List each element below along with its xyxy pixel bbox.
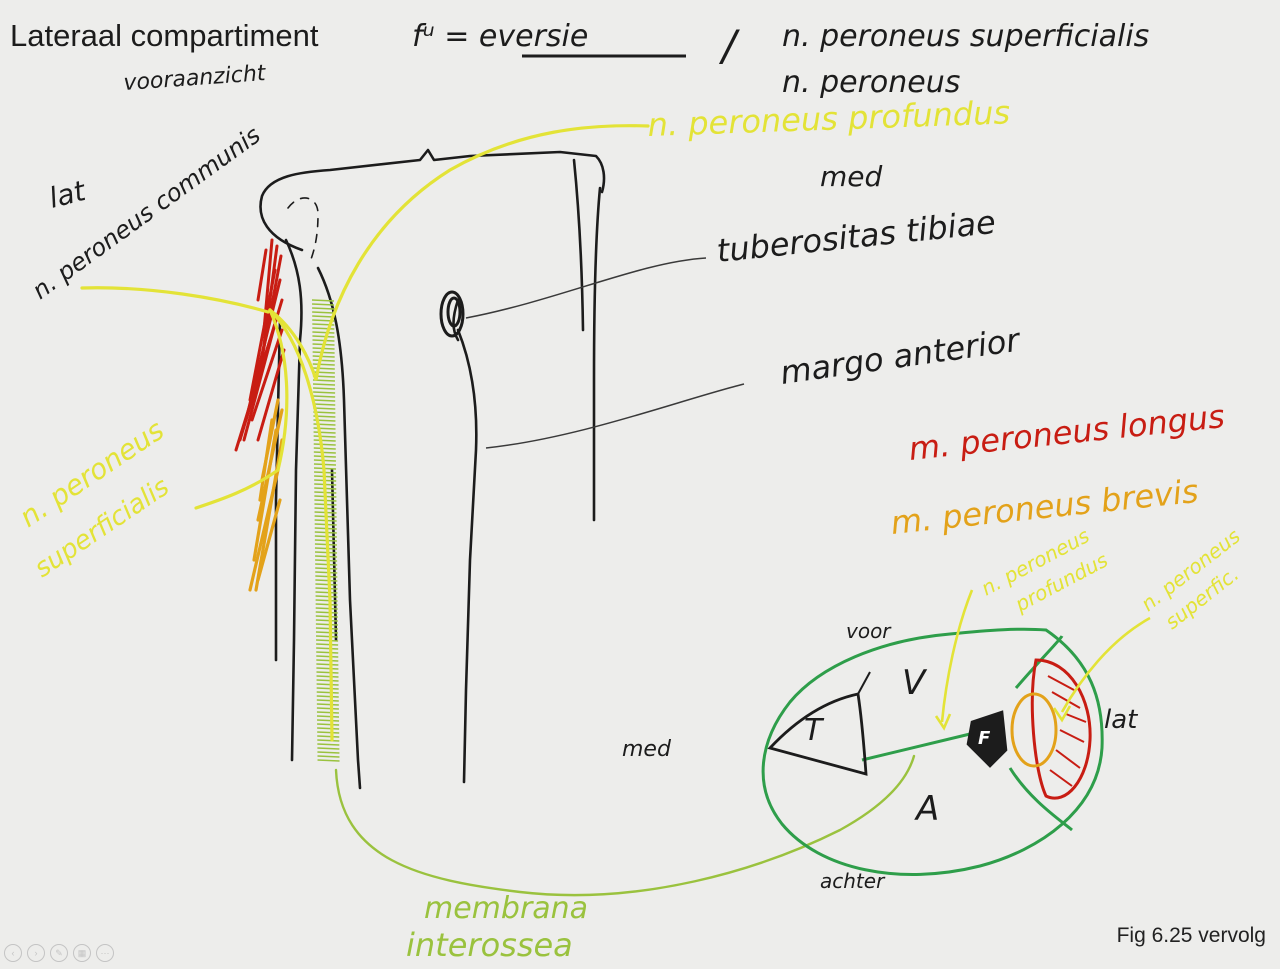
membrana-line1: membrana (424, 891, 588, 926)
function-slash: / (718, 21, 740, 70)
lat-label: lat (46, 174, 90, 215)
membrana-line2: interossea (406, 926, 573, 964)
brevis-label: m. peroneus brevis (889, 472, 1200, 542)
peroneus-longus-muscle (234, 238, 286, 452)
peroneus-longus-section (1030, 658, 1092, 800)
nerve-superficialis-header: n. peroneus superficialis (782, 19, 1149, 54)
fibula-F-label: F (978, 728, 991, 749)
cs-lat-label: lat (1104, 705, 1138, 735)
tibia-T-label: T (804, 713, 825, 748)
longus-label: m. peroneus longus (907, 397, 1227, 468)
med-label: med (820, 160, 883, 193)
leg-outer-outline (761, 627, 1104, 876)
communis-label: n. peroneus communis (27, 121, 266, 305)
peroneus-nerves (80, 124, 650, 742)
tuberositas-mark (439, 290, 465, 338)
tuberositas-label: tuberositas tibiae (715, 203, 998, 270)
tibia-section (767, 692, 868, 776)
peroneus-brevis-section (1010, 692, 1058, 768)
prev-icon[interactable]: ‹ (4, 944, 22, 962)
membrana-pointer (334, 754, 916, 897)
peroneus-brevis-muscle (248, 398, 284, 592)
presentation-controls: ‹ › ✎ ▦ ⋯ (4, 942, 114, 964)
cross-section (761, 589, 1151, 876)
fibula-section (966, 710, 1008, 768)
pointer-lines (465, 257, 745, 449)
nerve-header-2: n. peroneus (782, 65, 960, 100)
view-label: vooraanzicht (123, 61, 268, 96)
layout-icon[interactable]: ▦ (73, 944, 91, 962)
pen-icon[interactable]: ✎ (50, 944, 68, 962)
leg-outline (259, 148, 606, 790)
function-label: fᵘ = eversie (412, 19, 588, 54)
voor-label: voor (846, 619, 892, 643)
next-icon[interactable]: › (27, 944, 45, 962)
margo-label: margo anterior (778, 321, 1024, 392)
profundus-label: n. peroneus profundus (647, 93, 1011, 144)
more-icon[interactable]: ⋯ (96, 944, 114, 962)
figure-caption: Fig 6.25 vervolg (1116, 924, 1266, 947)
compartment-A-label: A (914, 789, 939, 829)
achter-label: achter (820, 869, 886, 893)
cs-med-label: med (622, 737, 672, 762)
compartment-V-label: V (902, 663, 928, 703)
membrana-interossea-hatch (311, 299, 340, 762)
slide-title: Lateraal compartiment (10, 18, 319, 53)
